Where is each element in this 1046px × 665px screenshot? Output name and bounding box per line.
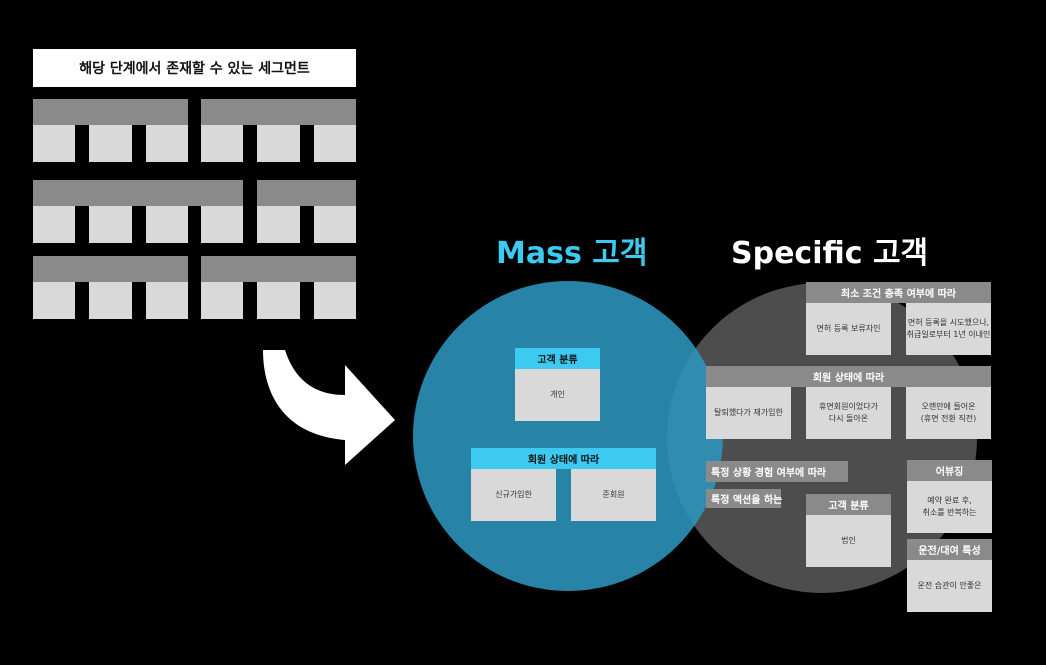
specific-member-header: 회원 상태에 따라 <box>706 366 991 387</box>
specific-member-value: 탈퇴했다가 재가입한 <box>706 387 791 439</box>
segment-header <box>201 256 356 282</box>
abusing-value: 예약 완료 후, 취소를 반복하는 <box>907 481 992 533</box>
mass-classification-header: 고객 분류 <box>515 348 600 369</box>
specific-title: Specific 고객 <box>731 236 929 271</box>
action-label: 특정 액션을 하는 <box>706 489 782 508</box>
segment-cell <box>314 282 356 319</box>
segment-header <box>33 180 243 206</box>
min-condition-value: 면허 등록을 시도했으나, 취급일로부터 1년 이내인 <box>906 303 991 355</box>
segment-cell <box>146 282 188 319</box>
specific-member-value: 오랜만에 들어온 (휴면 전환 직전) <box>906 387 991 439</box>
specific-classification-header: 고객 분류 <box>806 494 891 515</box>
segment-cell <box>33 282 75 319</box>
min-condition-header: 최소 조건 충족 여부에 따라 <box>806 282 991 303</box>
mass-title: Mass 고객 <box>496 236 648 271</box>
segment-cell <box>314 206 356 243</box>
segment-header <box>257 180 356 206</box>
specific-classification-value: 법인 <box>806 515 891 567</box>
mass-circle <box>413 281 723 591</box>
segment-cell <box>201 206 243 243</box>
segment-cell <box>33 206 75 243</box>
segment-cell <box>257 282 300 319</box>
segment-cell <box>201 125 243 162</box>
curved-arrow-icon <box>263 350 395 465</box>
segment-cell <box>257 125 300 162</box>
segment-cell <box>33 125 75 162</box>
segment-cell <box>257 206 300 243</box>
segments-title: 해당 단계에서 존재할 수 있는 세그먼트 <box>33 49 356 87</box>
mass-member-header: 회원 상태에 따라 <box>471 448 656 469</box>
segment-cell <box>146 125 188 162</box>
mass-member-value: 준회원 <box>571 469 656 521</box>
mass-member-value: 신규가입한 <box>471 469 556 521</box>
driving-header: 운전/대여 특성 <box>907 539 992 560</box>
segment-header <box>33 256 188 282</box>
experience-label: 특정 상황 경험 여부에 따라 <box>706 461 848 482</box>
segment-cell <box>201 282 243 319</box>
segment-cell <box>314 125 356 162</box>
min-condition-value: 면허 등록 보류자인 <box>806 303 891 355</box>
segment-cell <box>89 206 132 243</box>
segment-header <box>33 99 188 125</box>
mass-classification-value: 개인 <box>515 369 600 421</box>
segment-cell <box>146 206 188 243</box>
abusing-header: 어뷰징 <box>907 460 992 481</box>
driving-value: 운전 습관이 안좋은 <box>907 560 992 612</box>
specific-member-value: 휴면회원이었다가 다시 돌아온 <box>806 387 891 439</box>
segment-cell <box>89 125 132 162</box>
segment-cell <box>89 282 132 319</box>
segment-header <box>201 99 356 125</box>
